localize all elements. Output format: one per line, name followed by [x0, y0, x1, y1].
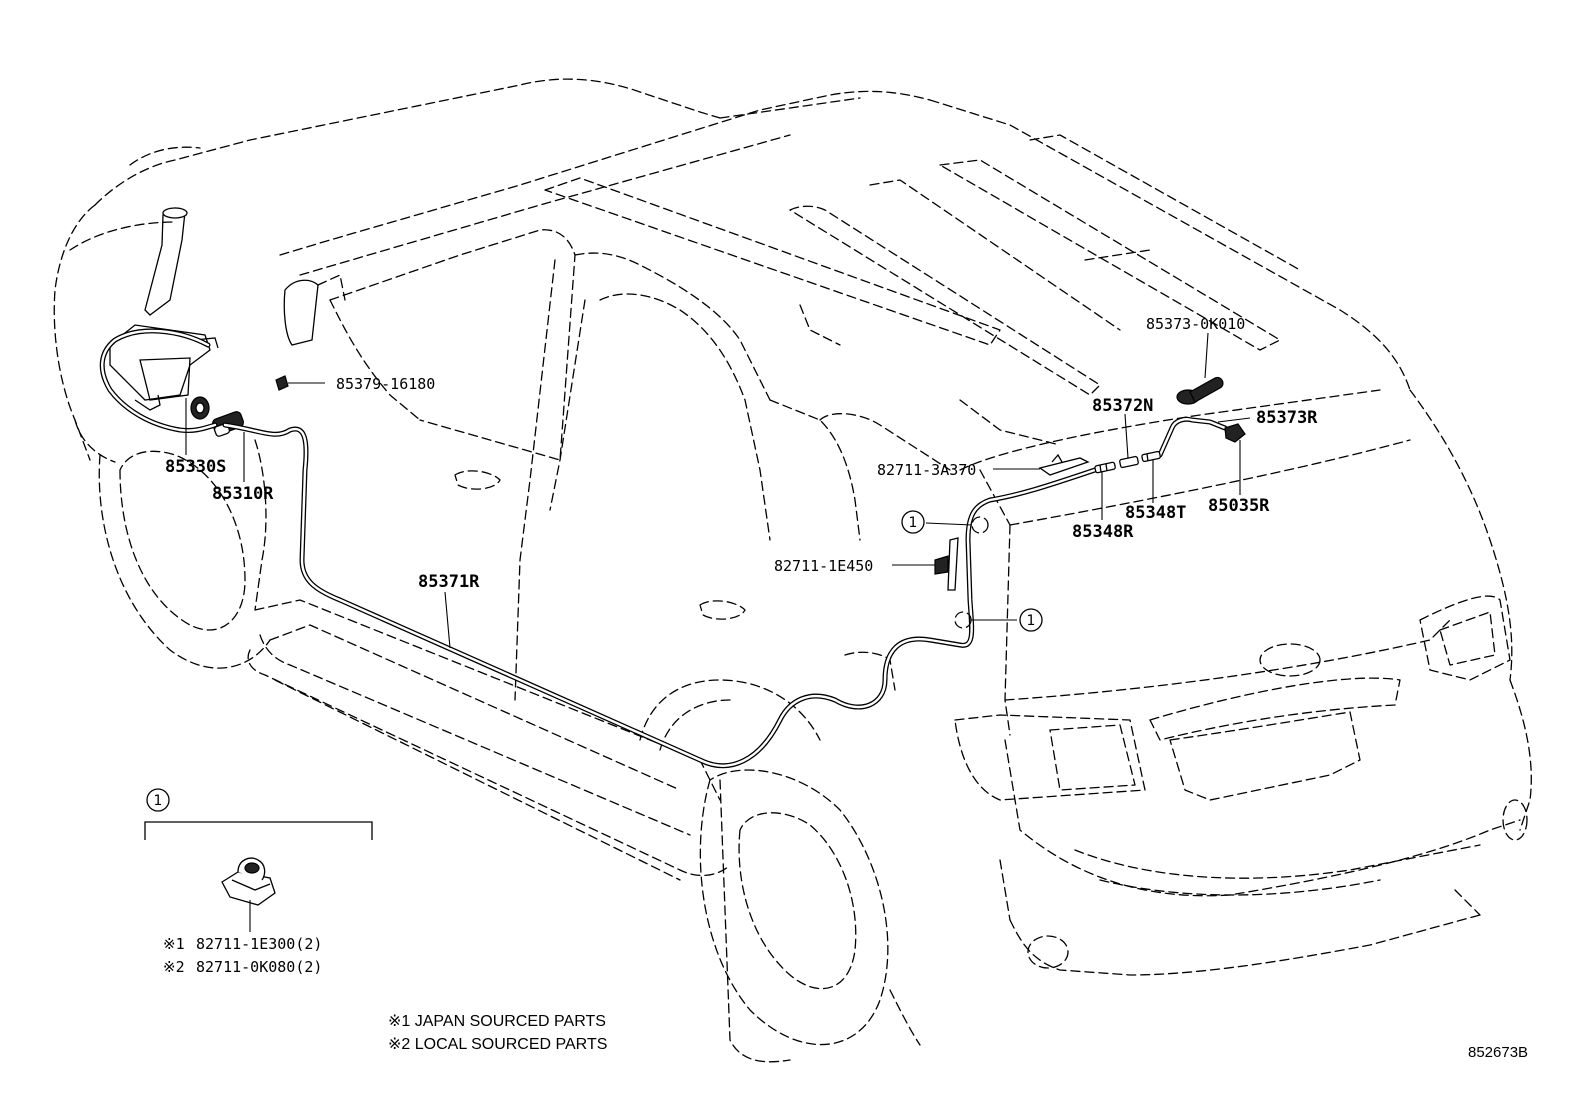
hose-clip-85379-16180 [275, 375, 289, 391]
svg-text:1: 1 [909, 515, 918, 531]
hose-clip-82711-1e450 [934, 537, 959, 591]
label-85371r: 85371R [418, 572, 480, 592]
washer-tank-assembly [109, 207, 219, 411]
callout-marker-lower: 1 [1019, 608, 1043, 632]
label-85310r: 85310R [212, 484, 274, 504]
label-85379-16180: 85379-16180 [336, 375, 435, 393]
svg-text:1: 1 [1027, 613, 1036, 629]
label-85372n: 85372N [1092, 396, 1153, 416]
label-85035r: 85035R [1208, 496, 1270, 516]
vehicle-outline [53, 78, 1532, 1063]
hose-joint-85348r [1094, 461, 1116, 474]
part-labels: 85373-0K010 85372N 85373R 85379-16180 82… [165, 315, 1318, 592]
inset-line2-part: 82711-0K080(2) [196, 958, 322, 976]
note-japan-sourced: ※1 JAPAN SOURCED PARTS [388, 1013, 606, 1030]
note-local-sourced: ※2 LOCAL SOURCED PARTS [388, 1036, 607, 1053]
label-85330s: 85330S [165, 457, 226, 477]
hose-joint-85372n [1119, 455, 1139, 469]
rear-washer-nozzle-icon [1224, 423, 1246, 443]
inset-marker: 1 [154, 793, 163, 809]
inset-line1-mark: ※1 [163, 935, 185, 953]
callout-marker-upper: 1 [901, 510, 925, 534]
hose-joint-85348t [1141, 450, 1161, 463]
label-85348r: 85348R [1072, 522, 1134, 542]
washer-hose [99, 328, 1228, 769]
leader-lines [185, 332, 1251, 649]
clamp-icon [221, 857, 276, 906]
label-82711-1e450: 82711-1E450 [774, 557, 873, 575]
inset-clamp-detail: 1 ※1 82711-1E300(2) ※2 82711-0K080(2) [144, 788, 373, 976]
inset-line2-mark: ※2 [163, 958, 185, 976]
label-85373-0k010: 85373-0K010 [1146, 315, 1245, 333]
washer-grommet-icon [190, 396, 210, 420]
diagram-reference-code: 852673B [1468, 1044, 1528, 1061]
inset-line1-part: 82711-1E300(2) [196, 935, 322, 953]
label-85348t: 85348T [1125, 503, 1186, 523]
label-85373r: 85373R [1256, 408, 1318, 428]
label-82711-3a370: 82711-3A370 [877, 461, 976, 479]
rear-grommet-icon [1176, 376, 1224, 405]
hose-clamp-82711-3a370 [1038, 453, 1090, 476]
